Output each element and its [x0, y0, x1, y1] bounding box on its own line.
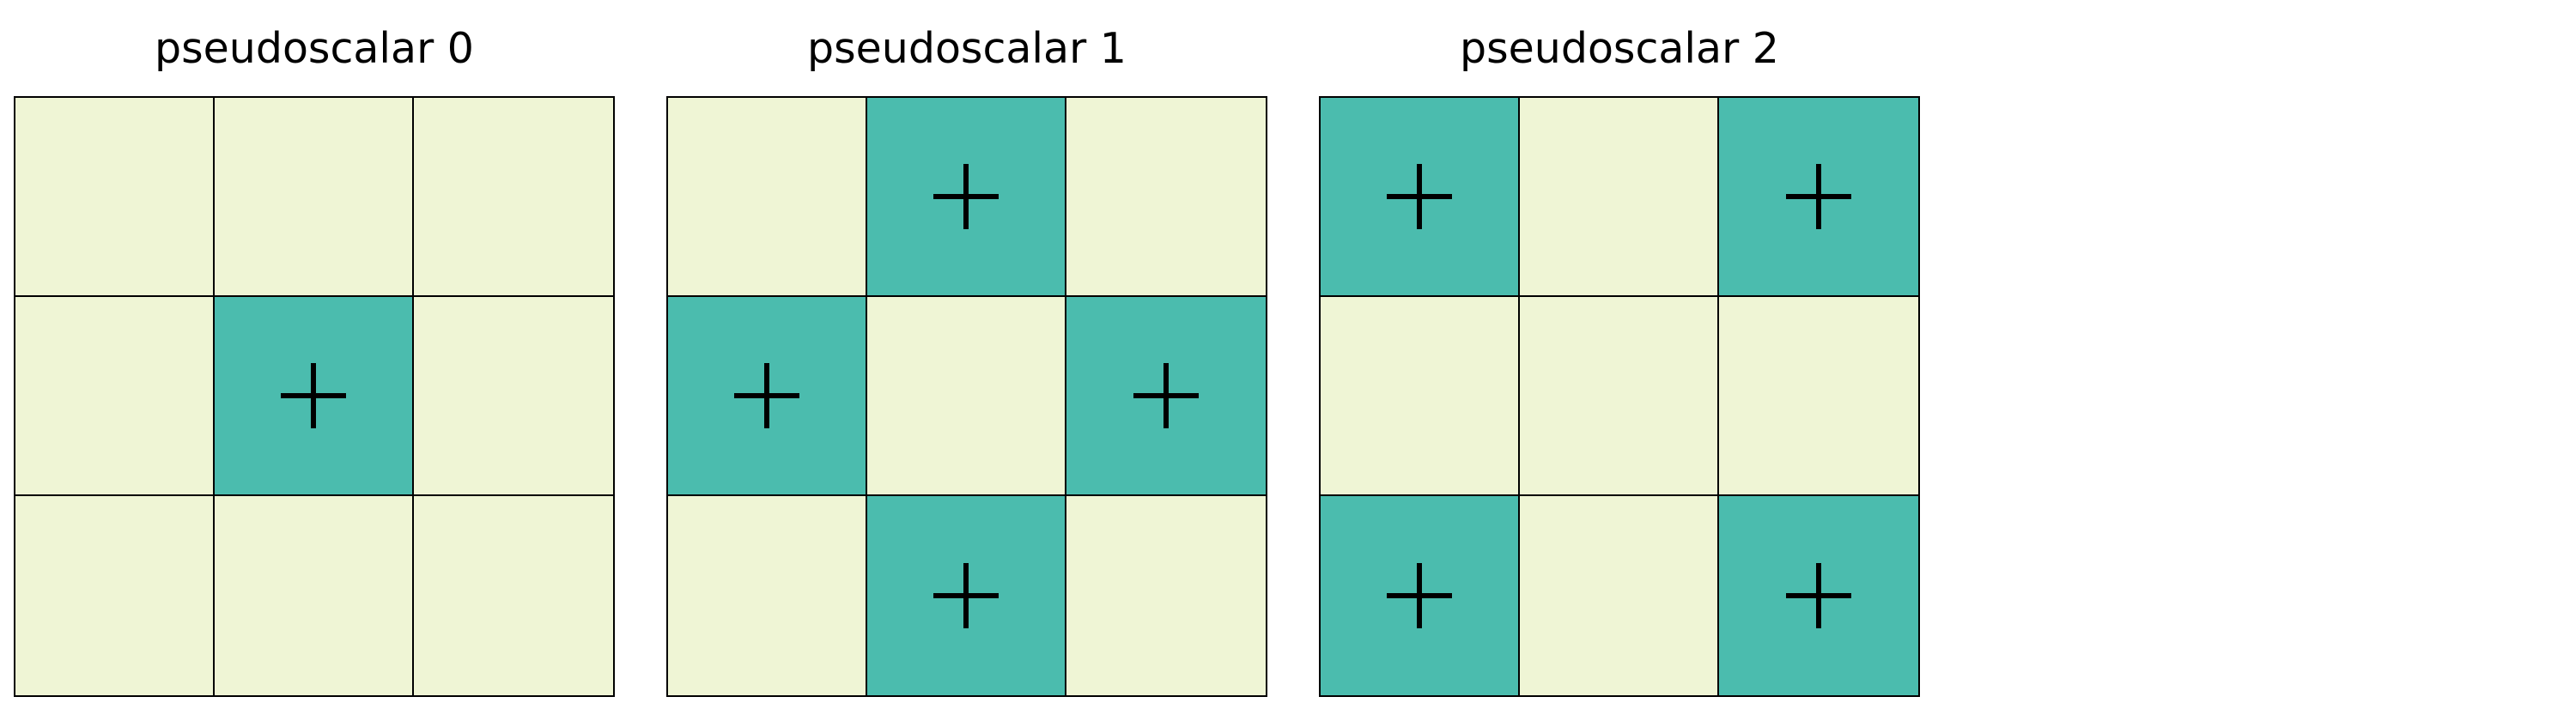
grid-cell: [15, 98, 215, 297]
grid-cell: [1719, 297, 1918, 496]
grid-cell: [15, 297, 215, 496]
grid-cell: [1719, 496, 1918, 695]
grid-cell: [1321, 98, 1520, 297]
grid-cell: [668, 297, 867, 496]
grid-cell: [414, 98, 613, 297]
plus-icon: [1387, 164, 1452, 229]
panel-pseudoscalar-2: pseudoscalar 2: [1319, 0, 1920, 721]
grid-cell: [215, 98, 414, 297]
grid-cell: [1719, 98, 1918, 297]
grid-cell: [215, 297, 414, 496]
grid-cell: [1520, 98, 1719, 297]
grid-cell: [1321, 496, 1520, 695]
grid-cell: [867, 297, 1066, 496]
plus-icon: [933, 164, 999, 229]
plus-icon: [281, 363, 346, 428]
grid-cell: [1066, 297, 1266, 496]
pattern-grid: [666, 96, 1267, 697]
panel-title: pseudoscalar 0: [155, 24, 474, 73]
grid-cell: [1321, 297, 1520, 496]
grid-cell: [414, 496, 613, 695]
grid-cell: [867, 496, 1066, 695]
grid-cell: [1066, 98, 1266, 297]
plus-icon: [1387, 563, 1452, 628]
panel-title: pseudoscalar 2: [1460, 24, 1779, 73]
grid-cell: [668, 496, 867, 695]
grid-cell: [1520, 297, 1719, 496]
plus-icon: [1786, 164, 1851, 229]
grid-cell: [15, 496, 215, 695]
panel-pseudoscalar-1: pseudoscalar 1: [666, 0, 1267, 721]
plus-icon: [1786, 563, 1851, 628]
panel-pseudoscalar-0: pseudoscalar 0: [14, 0, 615, 721]
pattern-grid: [1319, 96, 1920, 697]
grid-cell: [867, 98, 1066, 297]
grid-cell: [414, 297, 613, 496]
grid-cell: [215, 496, 414, 695]
plus-icon: [933, 563, 999, 628]
grid-cell: [1520, 496, 1719, 695]
plus-icon: [1133, 363, 1199, 428]
pattern-grid: [14, 96, 615, 697]
grid-cell: [1066, 496, 1266, 695]
plus-icon: [734, 363, 799, 428]
panel-title: pseudoscalar 1: [807, 24, 1127, 73]
grid-cell: [668, 98, 867, 297]
